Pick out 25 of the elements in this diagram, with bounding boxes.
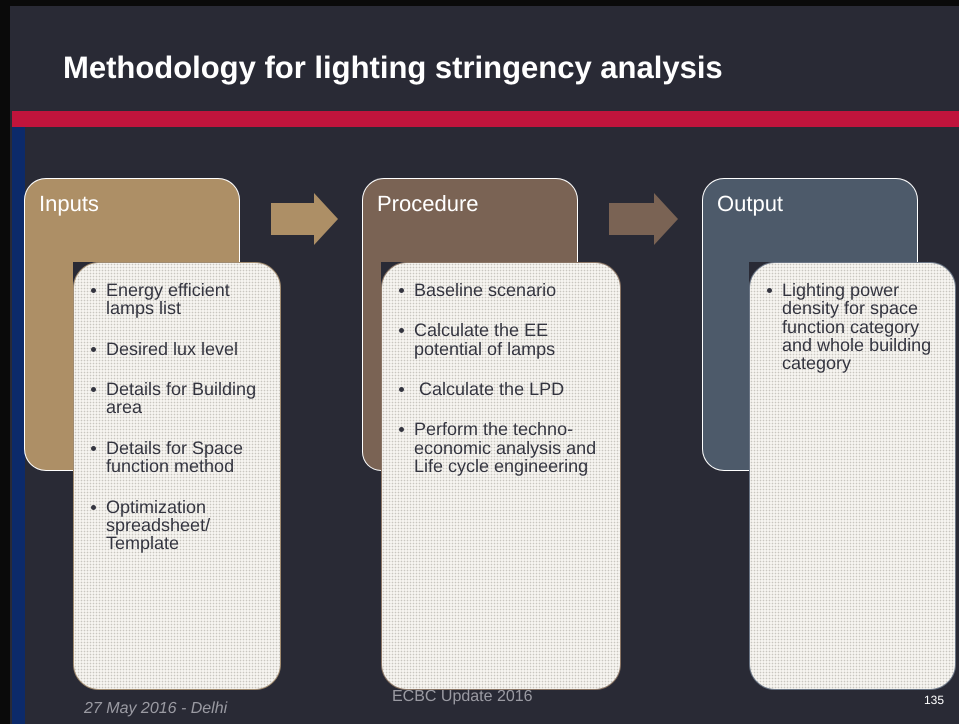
stage-panel xyxy=(24,178,240,262)
panel-heading: Inputs xyxy=(39,191,99,217)
bullet-item: Calculate the LPD xyxy=(418,380,566,398)
bullet-item: Lighting power density for space function category and whole building category xyxy=(782,281,932,373)
stage-panel xyxy=(702,178,918,262)
detail-card xyxy=(381,262,621,690)
block-arrow xyxy=(609,193,678,245)
stage-panel xyxy=(362,178,578,262)
block-arrow xyxy=(271,193,338,245)
detail-card xyxy=(73,262,281,690)
bullet-item: Optimization spreadsheet/ Template xyxy=(106,498,212,553)
bullet-item: Details for Building area xyxy=(106,380,258,417)
footer-date: 27 May 2016 - Delhi xyxy=(84,700,228,718)
bullet-item: Desired lux level xyxy=(106,340,240,358)
bullet-item: Perform the techno-economic analysis and Life cycle engineering xyxy=(414,420,598,476)
bullet-item: Energy efficient lamps list xyxy=(106,281,231,318)
page-number: 135 xyxy=(924,693,944,707)
bullet-item: Details for Space function method xyxy=(106,438,244,476)
footer-text: ECBC Update 2016 xyxy=(392,688,533,706)
detail-card xyxy=(749,262,956,690)
panel-heading: Procedure xyxy=(377,191,479,217)
bullet-item: Calculate the EE potential of lamps xyxy=(414,321,556,358)
slide-title: Methodology for lighting stringency analysis xyxy=(63,50,723,86)
bullet-item: Baseline scenario xyxy=(414,281,558,300)
panel-heading: Output xyxy=(717,191,784,217)
